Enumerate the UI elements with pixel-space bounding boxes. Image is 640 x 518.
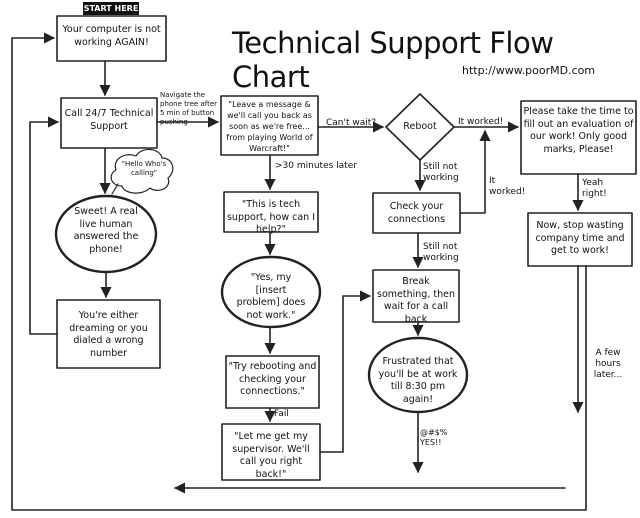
- page-title: Technical Support Flow Chart: [232, 26, 554, 94]
- node-leave-message: "Leave a message & we'll call you back a…: [226, 100, 313, 153]
- box-this-is-support: [223, 191, 319, 233]
- node-frustrated: Frustrated that you'll be at work till 8…: [378, 356, 458, 405]
- node-this-is-support: "This is tech support, how can I help?": [226, 199, 316, 235]
- label-fail: Fail: [274, 409, 289, 419]
- label-it-worked-side: It worked!: [489, 176, 526, 197]
- box-break-something: [372, 269, 460, 323]
- start-here-badge: START HERE: [83, 2, 139, 15]
- node-yes-my: "Yes, my [insert problem] does not work.…: [236, 272, 306, 321]
- node-reboot: Reboot: [403, 121, 437, 132]
- box-now-stop: [527, 212, 633, 267]
- node-sweet: Sweet! A real live human answered the ph…: [73, 206, 139, 255]
- label-cant-wait: Can't wait?: [326, 118, 377, 128]
- source-url: http://www.poorMD.com: [462, 64, 596, 77]
- ellipse-yes-my: [220, 255, 322, 329]
- node-try-rebooting: "Try rebooting and checking your connect…: [228, 361, 317, 397]
- label-yeah-right: Yeah right!: [582, 178, 607, 199]
- label-swear: @#$% YES!!: [420, 428, 448, 447]
- label-navigate: Navigate the phone tree after 5 min of b…: [160, 91, 217, 126]
- label-still-not-working-2: Still not working: [423, 242, 459, 263]
- box-call-support: [60, 97, 158, 149]
- node-break-something: Break something, then wait for a call ba…: [377, 276, 455, 325]
- node-supervisor: "Let me get my supervisor. We'll call yo…: [232, 431, 310, 480]
- node-now-stop: Now, stop wasting company time and get t…: [535, 220, 625, 256]
- label-thirty-minutes: >30 minutes later: [275, 161, 357, 171]
- node-hello: "Hello Who's calling": [121, 160, 167, 177]
- node-not-working: Your computer is not working AGAIN!: [62, 24, 161, 48]
- node-call-support: Call 24/7 Technical Support: [64, 108, 154, 132]
- box-try-rebooting: [225, 355, 320, 409]
- label-few-hours: A few hours later...: [593, 348, 623, 380]
- node-evaluation: Please take the time to fill out an eval…: [523, 106, 634, 155]
- label-it-worked-top: It worked!: [458, 117, 504, 127]
- node-check-connections: Check your connections: [387, 201, 446, 225]
- box-not-working: [56, 15, 167, 62]
- node-dreaming: You're either dreaming or you dialed a w…: [69, 310, 148, 359]
- label-still-not-working-1: Still not working: [423, 162, 459, 183]
- cloud-hello: [110, 148, 174, 194]
